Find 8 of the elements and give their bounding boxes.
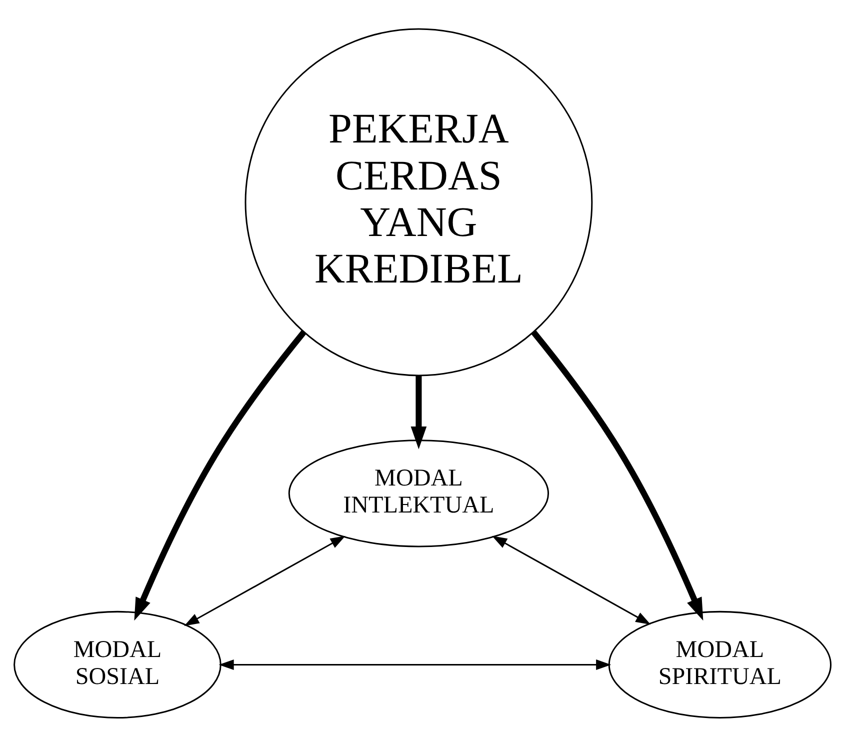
arrow: [531, 330, 704, 621]
arrow: [410, 376, 427, 450]
arrow: [218, 659, 612, 670]
arrow: [184, 536, 346, 626]
node-ellipse: MODAL SOSIAL: [14, 610, 222, 718]
arrow: [134, 330, 306, 621]
node-circle: PEKERJA CERDAS YANG KREDIBEL: [244, 28, 593, 376]
arrow: [492, 536, 651, 625]
